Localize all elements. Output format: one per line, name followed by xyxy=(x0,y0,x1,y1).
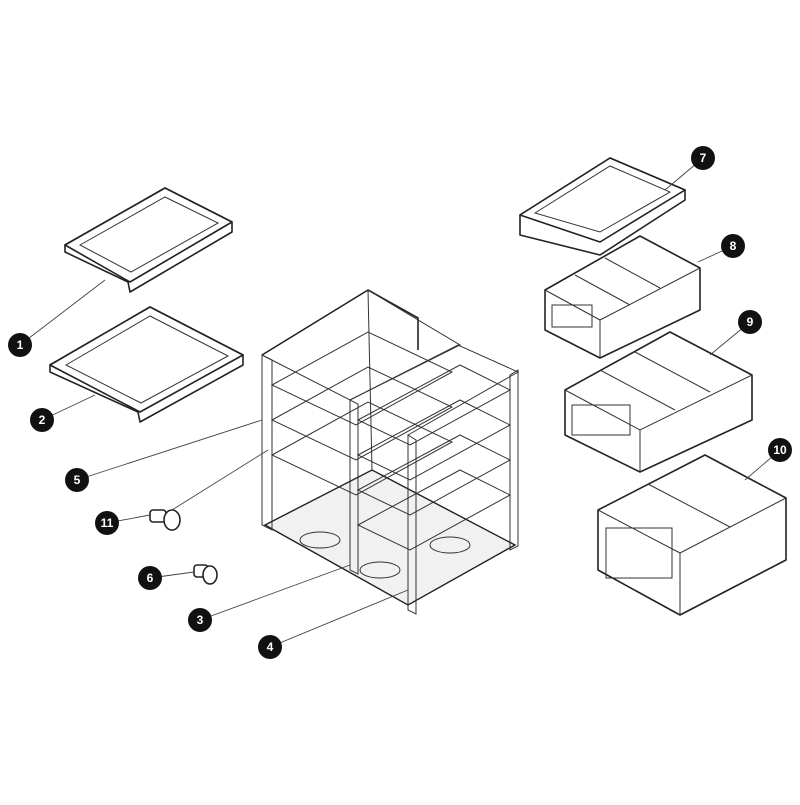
callout-badge xyxy=(188,608,212,632)
callout-10: 10 xyxy=(768,438,792,462)
callout-number: 5 xyxy=(74,473,81,487)
callout-number: 1 xyxy=(17,338,24,352)
callout-number: 6 xyxy=(147,571,154,585)
callout-8: 8 xyxy=(721,234,745,258)
callout-badge xyxy=(721,234,745,258)
callout-badge xyxy=(30,408,54,432)
rack-assembly xyxy=(261,289,520,615)
callout-number: 11 xyxy=(101,516,114,530)
callout-number: 4 xyxy=(267,640,274,654)
part-6-knob xyxy=(193,564,218,585)
callout-2: 2 xyxy=(30,408,54,432)
callout-number: 9 xyxy=(747,315,754,329)
callout-badge xyxy=(768,438,792,462)
callout-badge xyxy=(258,635,282,659)
callout-number: 3 xyxy=(197,613,204,627)
callout-4: 4 xyxy=(258,635,282,659)
callout-badge xyxy=(8,333,32,357)
callout-3: 3 xyxy=(188,608,212,632)
part-9-bin xyxy=(564,331,753,473)
callout-badge xyxy=(138,566,162,590)
part-10-bin xyxy=(597,454,787,616)
callout-11: 11 xyxy=(95,511,119,535)
callout-badge xyxy=(738,310,762,334)
callout-1: 1 xyxy=(8,333,32,357)
callout-number: 10 xyxy=(773,443,787,457)
callout-number: 7 xyxy=(700,151,707,165)
part-11-knob xyxy=(149,509,181,531)
callout-badge xyxy=(65,468,89,492)
part-8-bin xyxy=(544,235,701,359)
rack-shelves xyxy=(270,331,520,551)
callout-6: 6 xyxy=(138,566,162,590)
callout-9: 9 xyxy=(738,310,762,334)
callout-number: 2 xyxy=(39,413,46,427)
callout-5: 5 xyxy=(65,468,89,492)
part-7-lid-tray xyxy=(519,157,686,256)
part-1-tray-frame xyxy=(64,187,233,293)
callout-badge xyxy=(691,146,715,170)
callout-number: 8 xyxy=(730,239,737,253)
callout-7: 7 xyxy=(691,146,715,170)
part-2-tray-frame xyxy=(49,306,244,423)
callout-badge xyxy=(95,511,119,535)
